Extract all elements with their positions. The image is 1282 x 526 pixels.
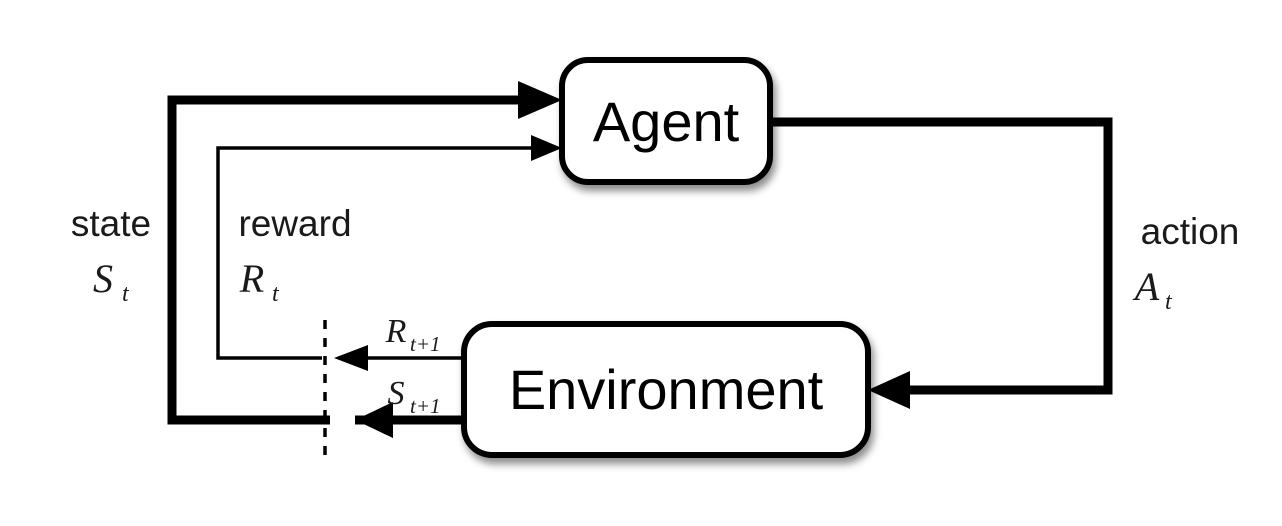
label-reward-next: R t+1	[385, 313, 441, 356]
reward-subscript-label: t	[272, 281, 280, 307]
label-reward: reward R t	[238, 203, 351, 307]
agent-label: Agent	[593, 90, 740, 153]
state-symbol-label: S	[93, 256, 113, 301]
reward-next-subscript-label: t+1	[410, 332, 441, 356]
reward-word-label: reward	[238, 203, 351, 244]
edge-action-out	[770, 117, 1113, 409]
label-state: state S t	[71, 203, 151, 307]
node-environment[interactable]: Environment	[461, 321, 871, 458]
reward-symbol-label: R	[239, 256, 264, 301]
edge-reward-feedback	[216, 135, 562, 371]
environment-label: Environment	[509, 358, 824, 421]
reward-next-symbol-label: R	[385, 313, 407, 350]
edge-state-feedback	[167, 81, 562, 438]
action-segment	[770, 117, 1113, 395]
label-state-next: S t+1	[388, 375, 441, 418]
state-next-arrowhead	[355, 402, 393, 438]
state-feedback-segment	[167, 95, 520, 425]
reward-next-arrowhead	[334, 345, 368, 371]
node-agent[interactable]: Agent	[559, 57, 773, 185]
action-symbol-label: A	[1132, 264, 1160, 309]
label-action: action A t	[1132, 211, 1240, 315]
state-next-subscript-label: t+1	[410, 394, 441, 418]
agent-box[interactable]	[559, 57, 773, 185]
state-next-symbol-label: S	[388, 375, 405, 412]
reward-feedback-arrowhead	[531, 135, 562, 161]
action-word-label: action	[1141, 211, 1240, 252]
environment-box[interactable]	[461, 321, 871, 458]
action-subscript-label: t	[1165, 289, 1173, 315]
state-subscript-label: t	[122, 281, 130, 307]
state-word-label: state	[71, 203, 151, 244]
state-feedback-arrowhead	[518, 81, 562, 119]
reward-feedback-segment	[216, 146, 534, 360]
action-arrowhead	[868, 371, 910, 409]
